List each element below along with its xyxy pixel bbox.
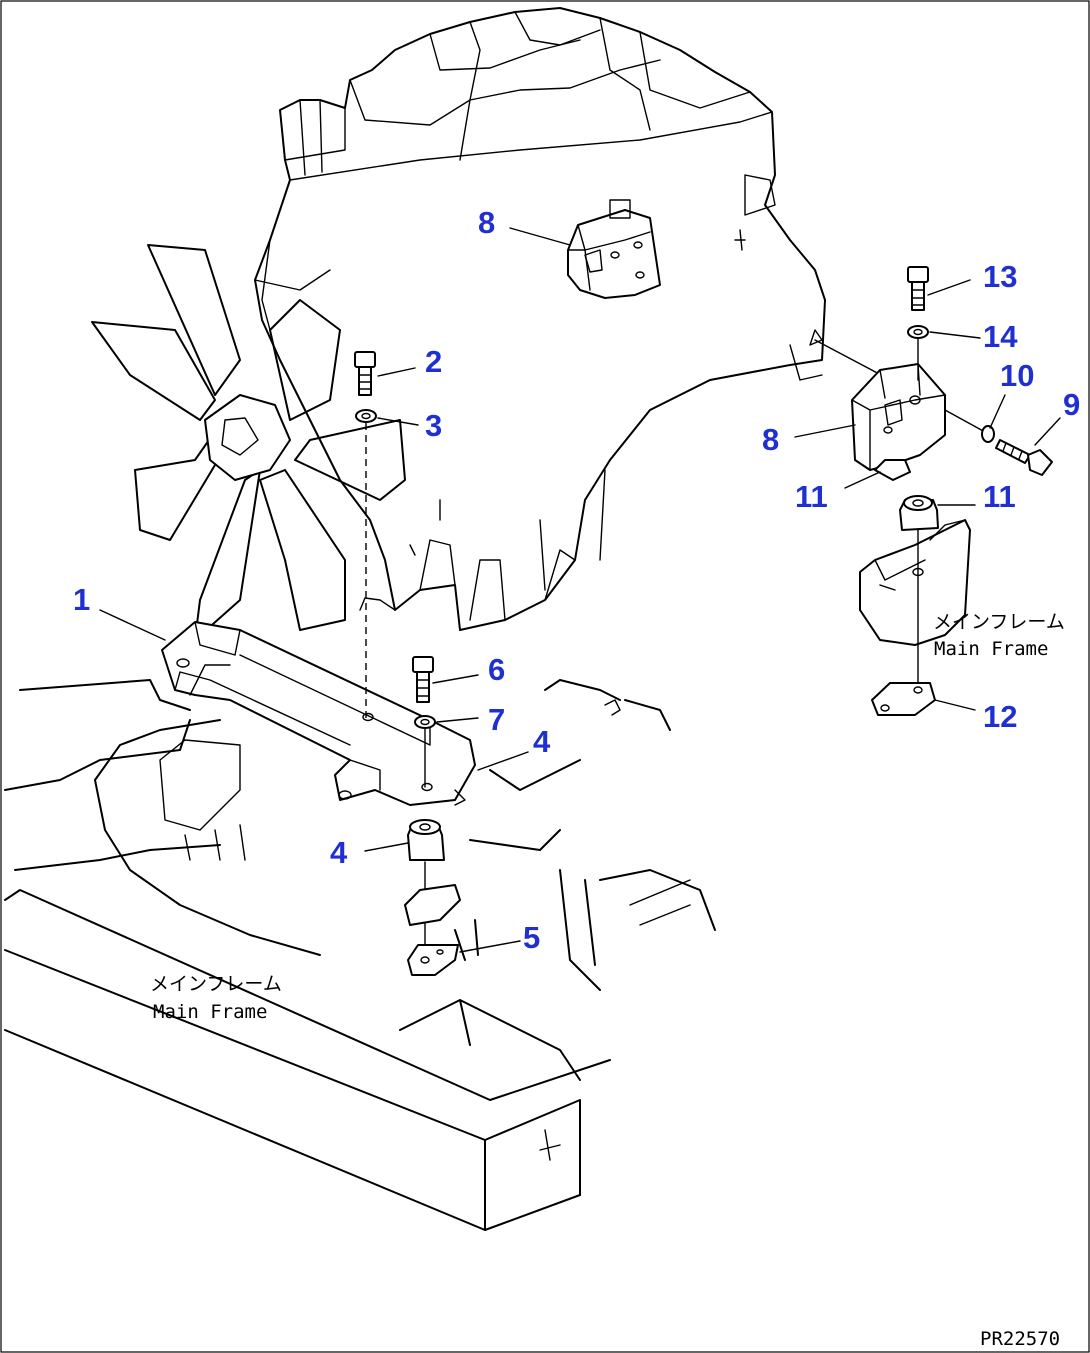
- callout-13: 13: [983, 259, 1017, 294]
- callout-4-cushion-upper: 4: [533, 724, 551, 759]
- leader-lines: [99, 227, 1061, 953]
- callout-10: 10: [1000, 358, 1034, 393]
- left-frame-label-jp: メインフレーム: [150, 973, 282, 995]
- callout-14: 14: [983, 319, 1018, 354]
- cushion-4-and-plate-5: [404, 819, 461, 976]
- callout-7: 7: [488, 702, 505, 737]
- bracket-8-upper: [567, 199, 661, 299]
- callout-5: 5: [523, 920, 540, 955]
- right-main-frame: [859, 519, 971, 646]
- drawing-id: PR22570: [980, 1328, 1060, 1350]
- engine-block: [254, 7, 826, 631]
- callout-4-cushion-lower: 4: [330, 835, 348, 870]
- frame-annotations: メインフレーム Main Frame メインフレーム Main Frame: [150, 611, 1065, 1023]
- front-crossmember: [161, 621, 476, 806]
- right-frame-label-en: Main Frame: [934, 638, 1048, 660]
- bolt-6-washer-7: [412, 656, 436, 788]
- bolt-2-washer-3: [354, 351, 377, 718]
- radiator-fan: [91, 244, 406, 641]
- callout-1: 1: [73, 582, 90, 617]
- plate-12: [871, 682, 936, 716]
- left-frame-label-en: Main Frame: [153, 1001, 267, 1023]
- callout-11-lower: 11: [983, 479, 1016, 514]
- callout-8-upper: 8: [478, 205, 495, 240]
- callout-3: 3: [425, 408, 442, 443]
- callout-8-right: 8: [762, 422, 779, 457]
- bracket-8-right: [814, 339, 986, 481]
- callout-12: 12: [983, 699, 1017, 734]
- bolt-13-washer-14: [907, 266, 929, 381]
- cushion-11-lower: [899, 495, 939, 691]
- right-frame-label-jp: メインフレーム: [933, 611, 1065, 633]
- callout-labels: 1 2 3 4 4 5 6 7 8 8 9 10 11 11 12 13 14: [73, 205, 1080, 955]
- callout-2: 2: [425, 344, 442, 379]
- callout-11-upper: 11: [795, 479, 828, 514]
- left-main-frame: [4, 679, 716, 1231]
- callout-9: 9: [1063, 387, 1080, 422]
- callout-6: 6: [488, 652, 505, 687]
- bolt-9-washer-10: [981, 425, 1053, 476]
